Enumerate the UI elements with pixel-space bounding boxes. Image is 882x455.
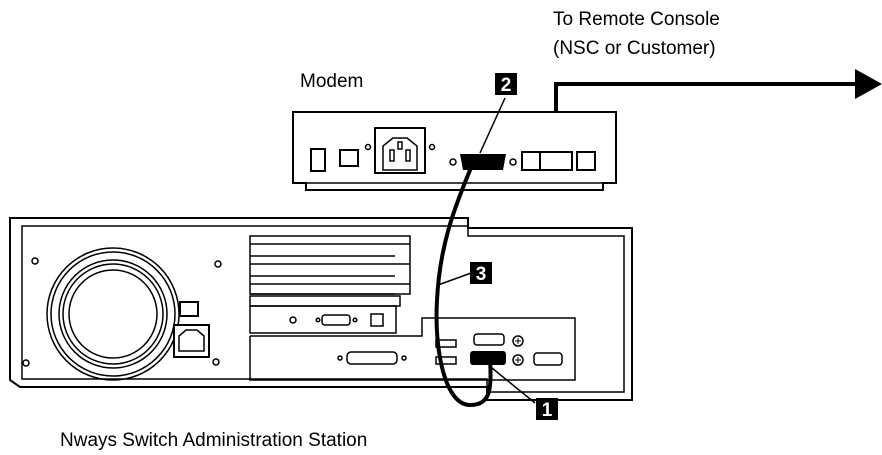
- motherboard-io: [249, 317, 576, 381]
- svg-text:2: 2: [501, 75, 512, 96]
- parallel-port: [346, 351, 398, 365]
- svg-text:3: 3: [476, 264, 487, 285]
- modem-jack-3: [576, 151, 596, 171]
- modem-power-socket: [374, 127, 426, 174]
- modem-switch: [310, 148, 326, 172]
- remote-console-label-line2: (NSC or Customer): [553, 38, 716, 59]
- modem-jack-2: [539, 151, 573, 171]
- station-power-inlet: [173, 324, 210, 358]
- modem-jack-1: [521, 151, 541, 171]
- callout-2: 2: [479, 73, 517, 154]
- ps2-port-1: [512, 335, 524, 347]
- callout-3: 3: [437, 262, 492, 286]
- administration-station: [9, 217, 633, 401]
- modem-label: Modem: [300, 71, 363, 92]
- svg-text:1: 1: [542, 400, 553, 421]
- modem-serial-port: [449, 154, 517, 170]
- remote-console-label-line1: To Remote Console: [553, 9, 720, 30]
- station-switch: [179, 301, 199, 317]
- modem-device: [292, 111, 617, 191]
- serial-cable: [434, 168, 493, 408]
- station-label: Nways Switch Administration Station: [60, 430, 367, 451]
- callout-1: 1: [491, 367, 558, 421]
- serial-port-2: [470, 351, 506, 365]
- modem-button: [339, 149, 359, 167]
- video-port: [533, 352, 563, 366]
- serial-port-1: [473, 333, 505, 346]
- fan-grille: [46, 247, 180, 381]
- ps2-port-2: [512, 354, 524, 366]
- expansion-slots: [249, 235, 411, 334]
